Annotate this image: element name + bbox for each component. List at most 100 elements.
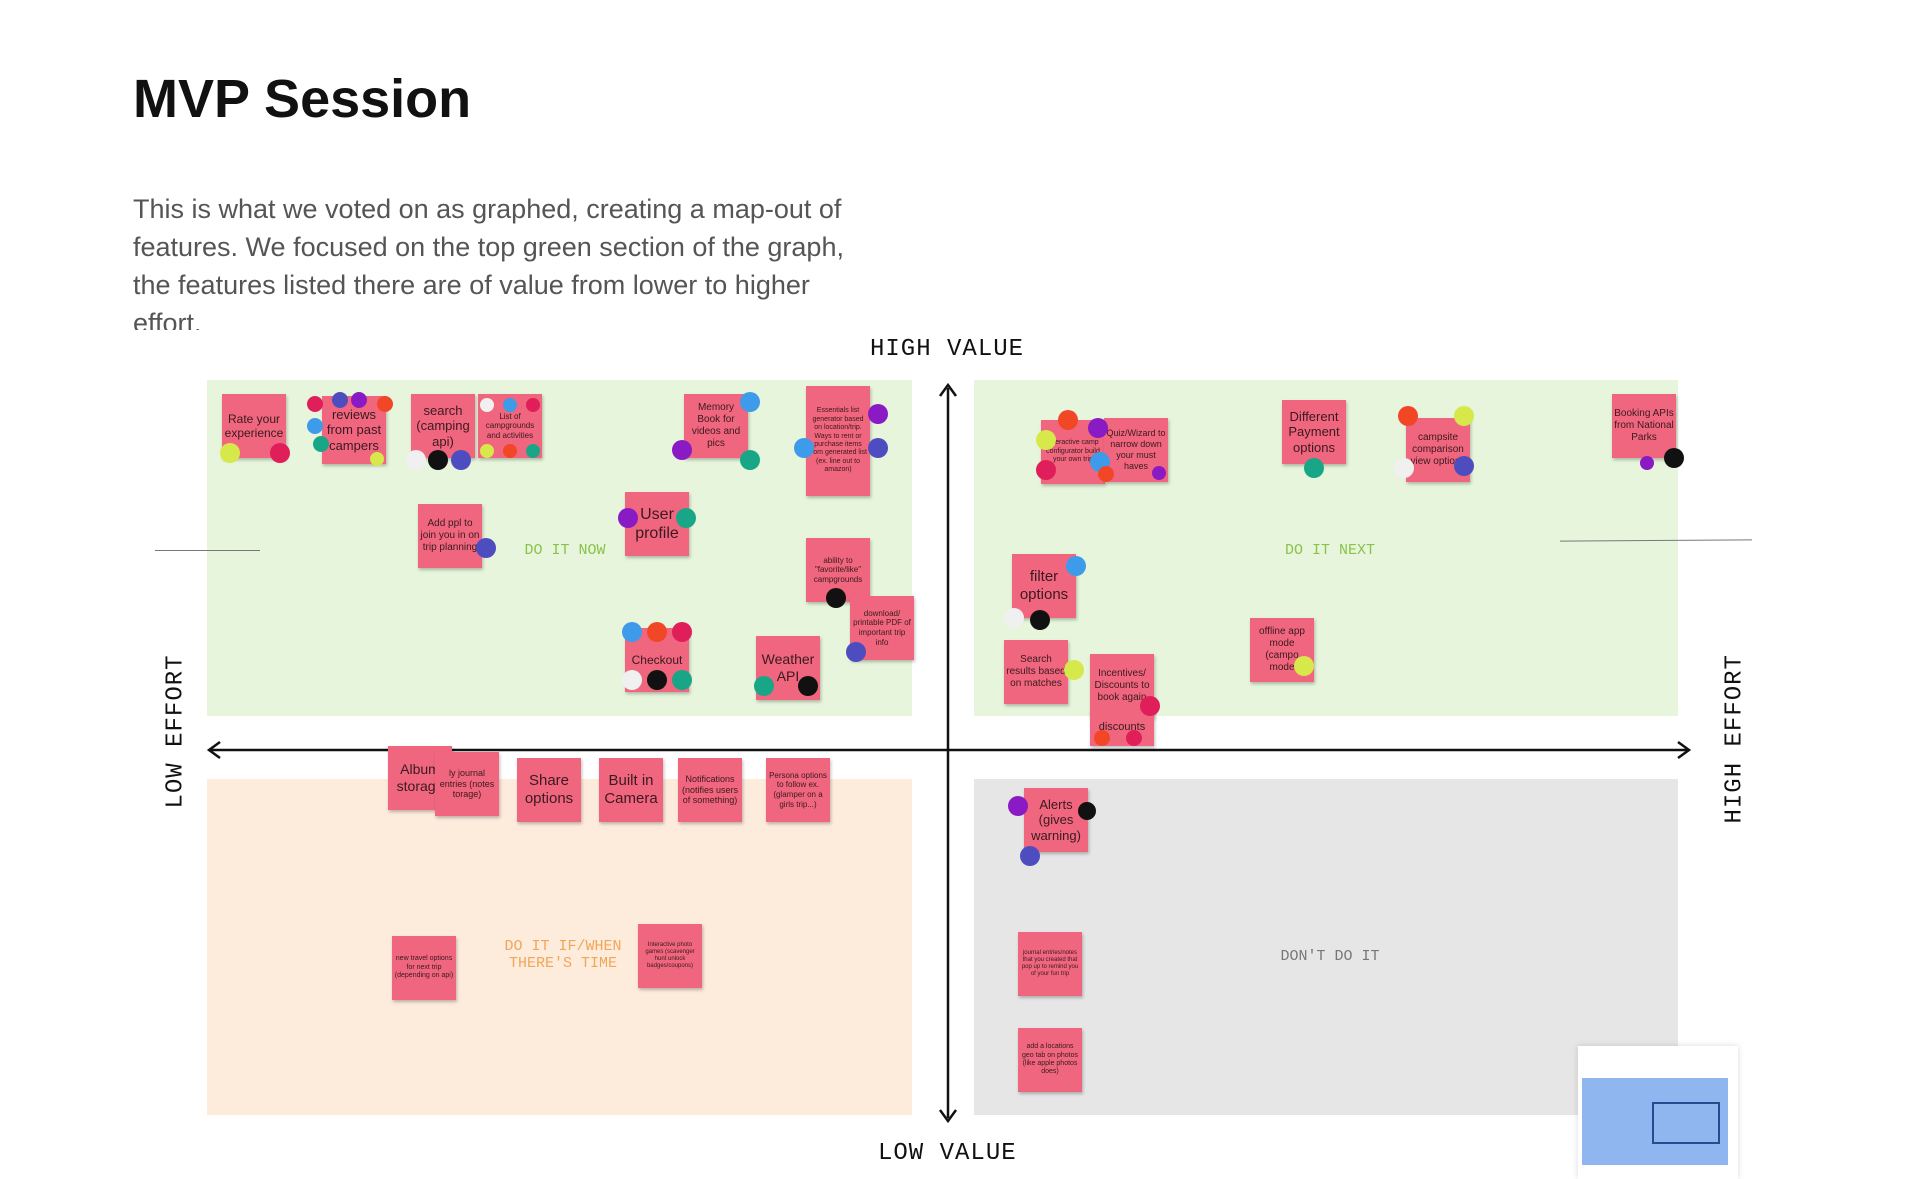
vote-dot	[1304, 458, 1324, 478]
sticky-note[interactable]: Interactive photo games (scavenger hunt …	[638, 924, 702, 988]
minimap-canvas[interactable]	[1582, 1078, 1728, 1165]
vote-dot	[1020, 846, 1040, 866]
vote-dot	[1664, 448, 1684, 468]
arrow-left	[206, 740, 221, 760]
vote-dot	[480, 444, 494, 458]
vote-dot	[1030, 610, 1050, 630]
vote-dot	[1394, 458, 1414, 478]
vote-dot	[1140, 696, 1160, 716]
vote-dot	[370, 452, 384, 466]
vote-dot	[1036, 430, 1056, 450]
page-description: This is what we voted on as graphed, cre…	[133, 194, 844, 330]
vote-dot	[307, 418, 323, 434]
sticky-note[interactable]: ly journal entries (notes torage)	[435, 752, 499, 816]
sticky-note[interactable]: Notifications (notifies users of somethi…	[678, 758, 742, 822]
vote-dot	[1294, 656, 1314, 676]
quadrant-dont-do-it	[974, 779, 1678, 1115]
page-title: MVP Session	[133, 69, 472, 129]
vote-dot	[351, 392, 367, 408]
vote-dot	[503, 444, 517, 458]
vote-dot	[1064, 660, 1084, 680]
vote-dot	[647, 670, 667, 690]
vote-dot	[676, 508, 696, 528]
sticky-note[interactable]: filter options	[1012, 554, 1076, 618]
minimap-viewport-frame[interactable]	[1652, 1102, 1720, 1144]
arrow-up	[938, 382, 958, 397]
label-do-it-if-time: DO IT IF/WHEN THERE'S TIME	[504, 938, 622, 972]
sticky-note[interactable]: ability to "favorite/like" campgrounds	[806, 538, 870, 602]
sticky-note[interactable]: Search results based on matches	[1004, 640, 1068, 704]
vote-dot	[1058, 410, 1078, 430]
sticky-note[interactable]: Alerts (gives warning)	[1024, 788, 1088, 852]
vote-dot	[1126, 730, 1142, 746]
axis-label-high-value: HIGH VALUE	[870, 336, 1025, 363]
sticky-note[interactable]: Memory Book for videos and pics	[684, 394, 748, 458]
axis-label-low-value: LOW VALUE	[878, 1140, 1017, 1167]
vote-dot	[794, 438, 814, 458]
vote-dot	[798, 676, 818, 696]
vote-dot	[868, 438, 888, 458]
label-dont-do-it: DON'T DO IT	[1280, 948, 1380, 965]
vote-dot	[1094, 730, 1110, 746]
vote-dot	[503, 398, 517, 412]
vote-dot	[476, 538, 496, 558]
vote-dot	[1152, 466, 1166, 480]
vote-dot	[1078, 802, 1096, 820]
arrow-right	[1677, 740, 1692, 760]
sticky-note[interactable]: Rate your experience	[222, 394, 286, 458]
vote-dot	[377, 396, 393, 412]
sticky-note[interactable]: Share options	[517, 758, 581, 822]
axis-label-low-effort: LOW EFFORT	[162, 654, 190, 809]
vote-dot	[740, 392, 760, 412]
vote-dot	[1004, 608, 1024, 628]
vote-dot	[1088, 418, 1108, 438]
vote-dot	[270, 443, 290, 463]
label-do-it-next: DO IT NEXT	[1284, 542, 1375, 559]
quadrant-do-it-if-time	[207, 779, 912, 1115]
side-line-left	[155, 550, 260, 551]
vote-dot	[1066, 556, 1086, 576]
sticky-note[interactable]: add a locations geo tab on photos (like …	[1018, 1028, 1082, 1092]
sticky-note[interactable]: Booking APIs from National Parks	[1612, 394, 1676, 458]
vote-dot	[332, 392, 348, 408]
sticky-note[interactable]: Persona options to follow ex. (glamper o…	[766, 758, 830, 822]
vote-dot	[868, 404, 888, 424]
sticky-note[interactable]: Incentives/ Discounts to book again	[1090, 654, 1154, 718]
vote-dot	[480, 398, 494, 412]
vote-dot	[307, 396, 323, 412]
vote-dot	[672, 670, 692, 690]
vote-dot	[622, 622, 642, 642]
vote-dot	[647, 622, 667, 642]
vote-dot	[1640, 456, 1654, 470]
axis-label-high-effort: HIGH EFFORT	[1721, 654, 1749, 824]
vote-dot	[406, 450, 426, 470]
vote-dot	[526, 444, 540, 458]
vote-dot	[1098, 466, 1114, 482]
vote-dot	[826, 588, 846, 608]
minimap[interactable]	[1578, 1046, 1738, 1179]
sticky-note[interactable]: journal entries/notes that you created t…	[1018, 932, 1082, 996]
vote-dot	[428, 450, 448, 470]
vote-dot	[313, 436, 329, 452]
sticky-note[interactable]: Add ppl to join you in on trip planning	[418, 504, 482, 568]
vote-dot	[1398, 406, 1418, 426]
vote-dot	[754, 676, 774, 696]
label-do-it-now: DO IT NOW	[524, 542, 606, 559]
sticky-note[interactable]: Built in Camera	[599, 758, 663, 822]
sticky-note[interactable]: Different Payment options	[1282, 400, 1346, 464]
vote-dot	[220, 443, 240, 463]
vote-dot	[1036, 460, 1056, 480]
vote-dot	[451, 450, 471, 470]
sticky-note[interactable]: search (camping api)	[411, 394, 475, 458]
vote-dot	[618, 508, 638, 528]
vote-dot	[672, 440, 692, 460]
vote-dot	[846, 642, 866, 662]
sticky-note[interactable]: new travel options for next trip (depend…	[392, 936, 456, 1000]
vote-dot	[740, 450, 760, 470]
vote-dot	[1008, 796, 1028, 816]
vote-dot	[672, 622, 692, 642]
vote-dot	[622, 670, 642, 690]
vote-dot	[1454, 456, 1474, 476]
sticky-note[interactable]: Essentials list generator based on locat…	[806, 386, 870, 496]
